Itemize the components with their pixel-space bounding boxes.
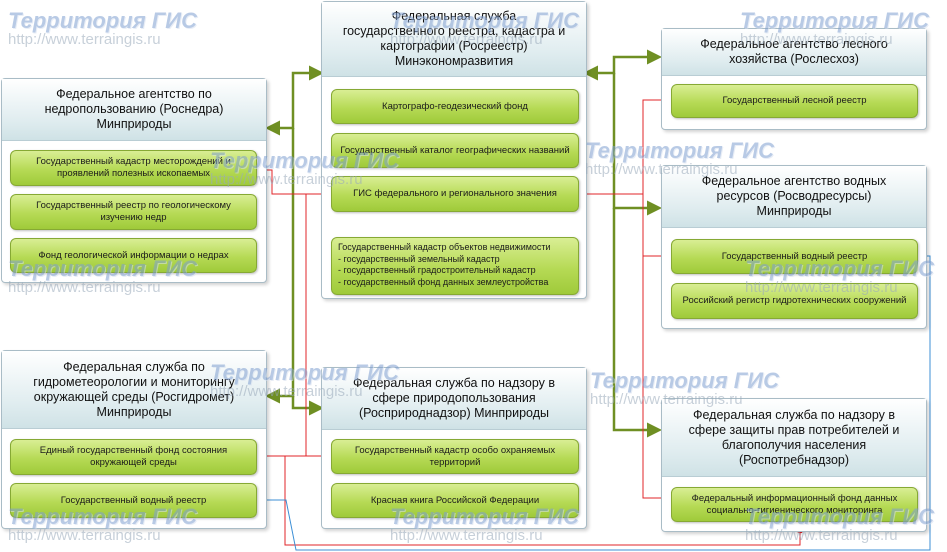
rosvodresursy-title: Федеральное агентство водных ресурсов (Р…: [662, 166, 926, 228]
registry-gis[interactable]: ГИС федерального и регионального значени…: [331, 176, 579, 212]
registry-geology-register[interactable]: Государственный реестр по геологическому…: [10, 194, 257, 230]
rospotrebnadzor-title: Федеральная служба по надзору в сфере за…: [662, 399, 926, 477]
blue-link-water-registers: [253, 253, 931, 551]
olive-link-rosreestr-rosnedra: [265, 65, 324, 136]
registry-kgf[interactable]: Картографо-геодезический фонд: [331, 89, 579, 124]
registry-red-book[interactable]: Красная книга Российской Федерации: [331, 483, 579, 518]
rosnedra-title: Федеральное агентство по недропользовани…: [2, 79, 266, 141]
registry-geo-names-catalog[interactable]: Государственный каталог географических н…: [331, 133, 579, 168]
rosgidromet-title: Федеральная служба по гидрометеорологии …: [2, 351, 266, 429]
registry-hydro-structures[interactable]: Российский регистр гидротехнических соор…: [671, 283, 918, 319]
olive-link-rosreestr-rosprirodnadzor: [291, 396, 324, 416]
red-link-forest-gis: [578, 99, 671, 197]
registry-protected-areas[interactable]: Государственный кадастр особо охраняемых…: [331, 439, 579, 474]
registry-water-rosvodresursy[interactable]: Государственный водный реестр: [671, 239, 918, 274]
olive-link-rosreestr-rosgidromet: [265, 128, 295, 404]
registry-environment-fund[interactable]: Единый государственный фонд состояния ок…: [10, 439, 257, 475]
olive-link-rosreestr-rosvodresursy: [612, 73, 662, 216]
olive-link-rosreestr-rosleshoz: [583, 49, 662, 81]
registry-forest[interactable]: Государственный лесной реестр: [671, 84, 918, 118]
rosprirodnadzor-title: Федеральная служба по надзору в сфере пр…: [322, 368, 586, 430]
registry-water-rosgidromet[interactable]: Государственный водный реестр: [10, 483, 257, 518]
rosleshoz-title: Федеральное агентство лесного хозяйства …: [662, 29, 926, 76]
rosreestr-title: Федеральная служба государственного реес…: [322, 2, 586, 77]
registry-real-estate-cadastre[interactable]: Государственный кадастр объектов недвижи…: [331, 237, 579, 295]
registry-deposits-cadastre[interactable]: Государственный кадастр месторождений и …: [10, 150, 257, 186]
olive-link-rosreestr-rospotrebnadzor: [612, 208, 662, 438]
registry-sanitary-monitoring[interactable]: Федеральный информационный фонд данных с…: [671, 487, 918, 522]
registry-geology-fund[interactable]: Фонд геологической информации о недрах: [10, 238, 257, 273]
